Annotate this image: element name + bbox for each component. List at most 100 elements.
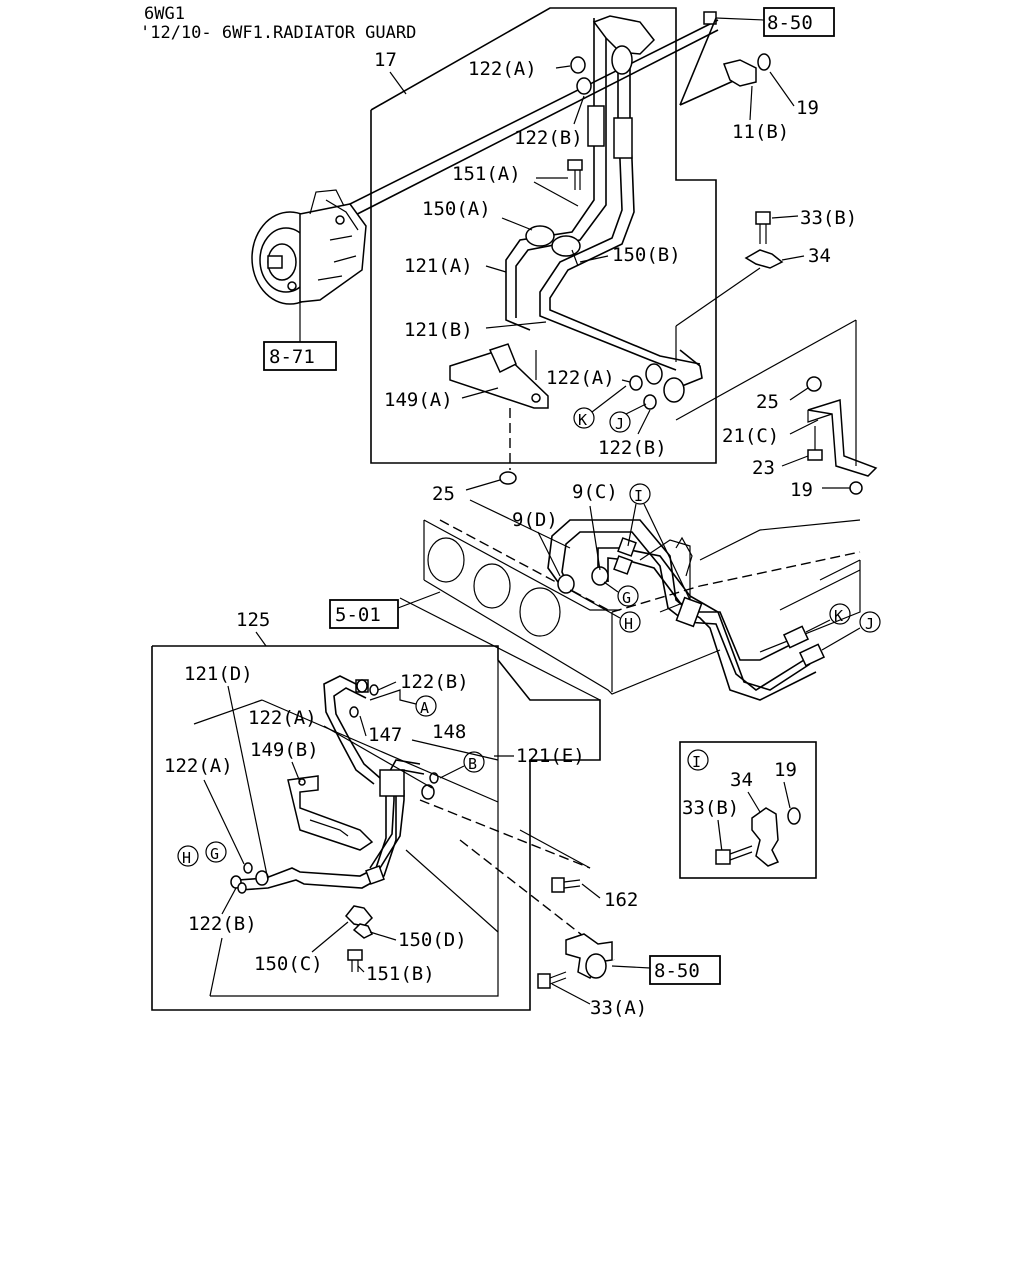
label-149a: 149(A) [384,389,453,411]
label-33b-top: 33(B) [800,207,857,229]
leader-162-pipe [519,829,591,869]
label-122a-top: 122(A) [468,58,537,80]
marker-G: G [617,585,639,607]
marker-A: A [415,695,437,717]
leader-121d [227,685,269,881]
bracket-149b [287,775,374,851]
header-line-1: 6WG1 [144,4,185,24]
marker-K: K [573,407,595,429]
marker-B: B [463,751,485,773]
leader-K2 [805,619,831,633]
detail-label-33b: 33(B) [682,797,739,819]
leader-122b-b2 [221,887,237,915]
oring-122b-mid [643,394,657,410]
stay-21c [807,399,878,477]
radiator-block [423,499,861,695]
suction-pipe [317,19,719,231]
label-149b: 149(B) [250,739,319,761]
label-17: 17 [374,49,397,71]
leader-B [439,765,465,779]
nut-19-right [849,481,863,495]
dash-to-162 [419,799,591,869]
label-162: 162 [604,889,638,911]
leader-122a-mid [621,379,631,383]
marker-I-top: I [629,483,651,505]
label-121d: 121(D) [184,663,253,685]
label-19-right: 19 [790,479,813,501]
clamp-bottom [565,933,613,980]
leader-121a [485,265,507,273]
stay-frame-top [675,319,857,421]
leader-150b [579,255,609,263]
bolt-162 [551,877,581,893]
detail-clip [715,807,801,867]
bolt-top [703,11,765,25]
oring-122a-top [570,56,586,74]
clamp-150 [525,225,581,267]
bracket-149a [449,343,549,409]
label-11b: 11(B) [732,121,789,143]
bolt-151a [567,159,583,190]
leader-J2 [821,627,861,651]
svg-text:H: H [182,849,191,867]
leader-122a-b1 [323,725,433,789]
leader-I-1 [627,503,637,547]
leader-162 [581,883,601,899]
oring-122a-mid [629,375,643,391]
bolt-33b-top [755,211,771,244]
leader-151a-2 [533,181,579,207]
leader-122a-frame-2 [261,699,499,803]
ref-8-50-bottom[interactable]: 8-50 [649,955,721,985]
svg-text:K: K [834,607,843,625]
label-122b-b2: 122(B) [188,913,257,935]
marker-H: H [619,611,641,633]
leader-9c [589,505,601,571]
leader-to-A [369,689,417,705]
clamp-150cd [344,905,374,972]
bolt-23 [807,426,823,461]
ref-5-01[interactable]: 5-01 [329,599,399,629]
marker-J: J [609,411,631,433]
leader-9d [537,531,561,577]
svg-text:I: I [692,753,701,771]
ref-8-50-top[interactable]: 8-50 [763,7,835,37]
label-150c: 150(C) [254,953,323,975]
svg-text:A: A [420,699,429,717]
label-9d: 9(D) [512,509,558,531]
svg-text:G: G [210,845,219,863]
label-151a: 151(A) [452,163,521,185]
leader-122a-b2 [203,779,245,865]
label-34-top: 34 [808,245,831,267]
leader-clip-to-pipe [675,267,761,327]
svg-text:G: G [622,589,631,607]
label-148: 148 [432,721,466,743]
label-19-top: 19 [796,97,819,119]
label-122b-mid: 122(B) [598,437,667,459]
svg-text:H: H [624,615,633,633]
label-121e: 121(E) [516,745,585,767]
label-122a-b1: 122(A) [248,707,317,729]
label-23: 23 [752,457,775,479]
leader-122b-ab [377,681,397,691]
detail-leader-34 [747,791,761,813]
svg-text:I: I [634,487,643,505]
leader-148 [411,739,499,761]
leader-125 [255,631,267,647]
nut-25-bottom [499,471,517,485]
ref-8-71[interactable]: 8-71 [263,341,337,371]
bolt-33a [537,971,567,989]
svg-text:8-71: 8-71 [269,346,315,368]
label-25-bottom: 25 [432,483,455,505]
condenser-lines [547,519,826,701]
label-151b: 151(B) [366,963,435,985]
leader-121b [485,321,547,329]
leader-K [591,385,627,413]
leader-122b-mid [637,409,651,435]
detail-box-I [679,741,817,879]
marker-H2: H [177,845,199,867]
label-122a-b2: 122(A) [164,755,233,777]
leader-33a [551,983,591,1005]
dash-to-850 [459,839,615,961]
leader-25-right [789,387,809,401]
discharge-hose-121a [505,15,703,403]
